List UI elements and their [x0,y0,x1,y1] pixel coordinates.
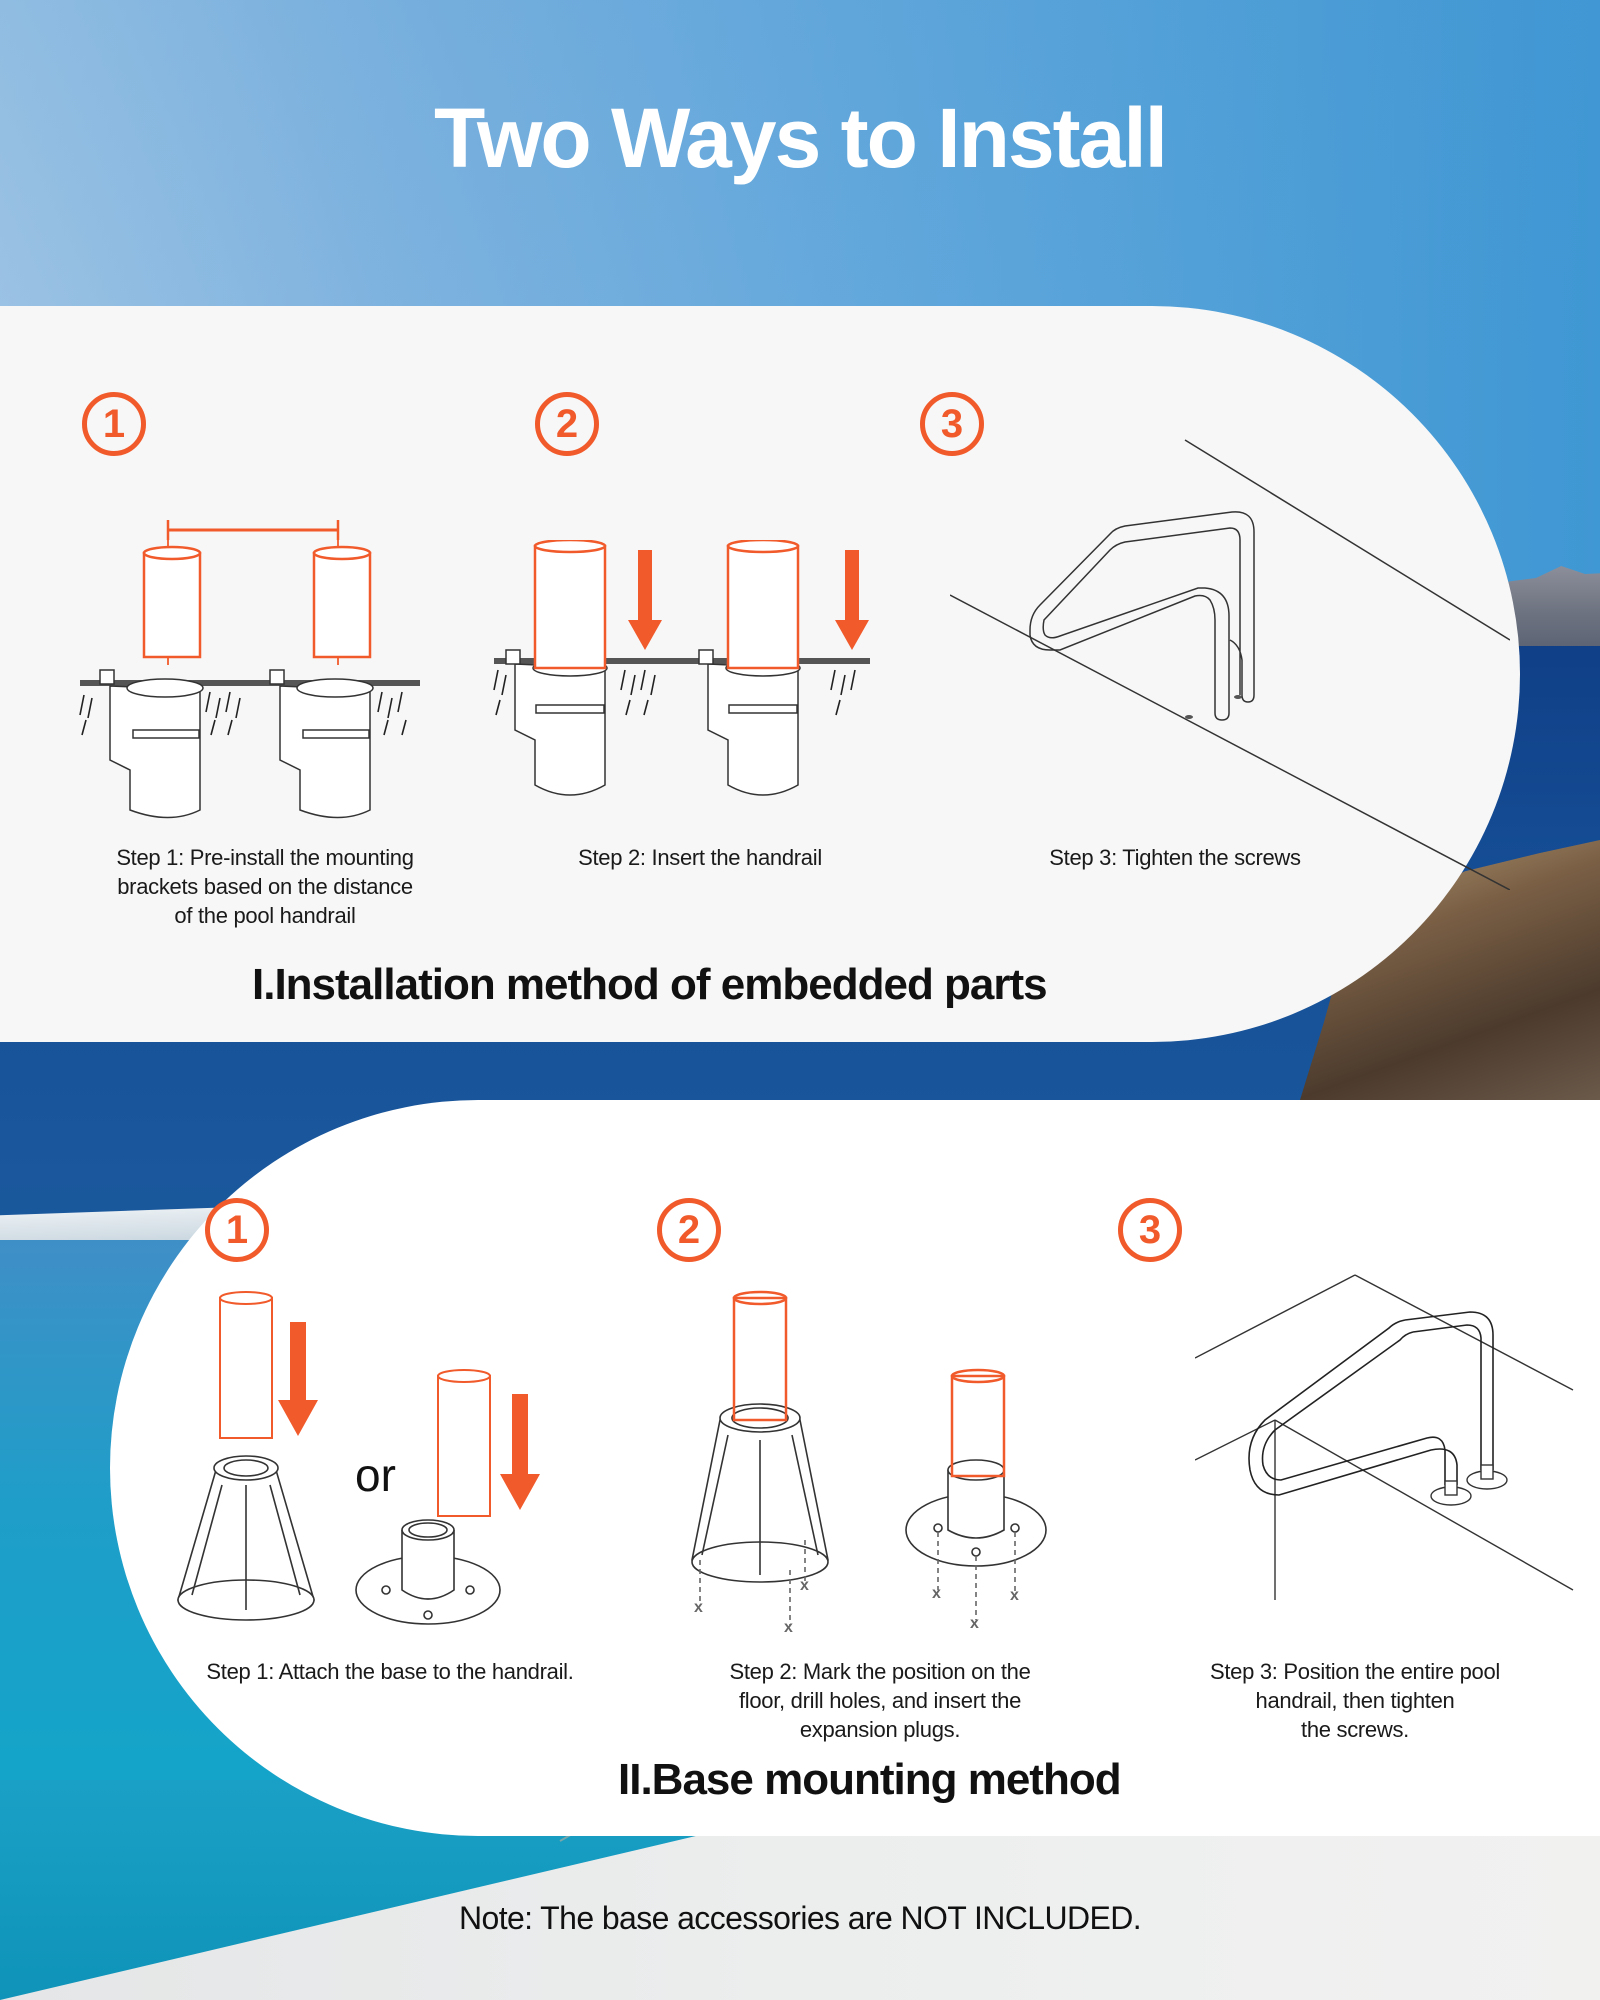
step-1-number-badge: 1 [82,392,146,456]
step-2-number-badge: 2 [657,1198,721,1262]
caption-line: Step 1: Pre-install the mounting [116,845,414,870]
caption-line: expansion plugs. [799,1717,961,1742]
page-title: Two Ways to Install [433,91,1168,185]
step-3-number-badge: 3 [920,392,984,456]
caption-line: floor, drill holes, and insert the [738,1688,1022,1713]
caption-line: Step 3: Position the entire pool [1209,1659,1501,1684]
svg-text:x: x [694,1599,703,1616]
mark-drill-holes-icon: x x x x x x [691,1290,1047,1636]
base-mounting-panel [110,1100,1600,1836]
section-title-base-mounting: II.Base mounting method [618,1755,1122,1804]
svg-text:x: x [932,1585,941,1602]
caption-line: Step 3: Tighten the screws [1049,845,1301,870]
step-1-caption: Step 1: Pre-install the mounting bracket… [80,843,450,930]
insert-handrail-icon [493,540,870,796]
svg-text:x: x [800,1577,809,1594]
attach-base-to-handrail-icon [177,1291,540,1625]
step-3-number-badge: 3 [1118,1198,1182,1262]
handrail-pool-edge-icon [950,439,1510,890]
step-2-caption: Step 2: Mark the position on the floor, … [680,1657,1080,1744]
svg-text:x: x [784,1619,793,1636]
step-1-number-badge: 1 [205,1198,269,1262]
caption-line: brackets based on the distance [117,874,413,899]
step-1-caption: Step 1: Attach the base to the handrail. [160,1657,620,1686]
svg-text:x: x [1010,1587,1019,1604]
step-3-caption: Step 3: Position the entire pool handrai… [1165,1657,1545,1744]
caption-line: handrail, then tighten [1255,1688,1455,1713]
embedded-brackets-distance-icon [79,520,420,819]
caption-line: Step 2: Insert the handrail [578,845,822,870]
section-title-embedded: I.Installation method of embedded parts [252,960,1048,1009]
svg-text:x: x [970,1615,979,1632]
caption-line: the screws. [1301,1717,1409,1742]
step-2-caption: Step 2: Insert the handrail [520,843,880,872]
step-3-caption: Step 3: Tighten the screws [990,843,1360,872]
footer-note: Note: The base accessories are NOT INCLU… [458,1900,1142,1936]
handrail-base-plates-icon [1195,1274,1574,1600]
step-2-number-badge: 2 [535,392,599,456]
or-label: or [355,1449,396,1501]
caption-line: Step 1: Attach the base to the handrail. [206,1659,574,1684]
caption-line: of the pool handrail [174,903,356,928]
caption-line: Step 2: Mark the position on the [729,1659,1031,1684]
